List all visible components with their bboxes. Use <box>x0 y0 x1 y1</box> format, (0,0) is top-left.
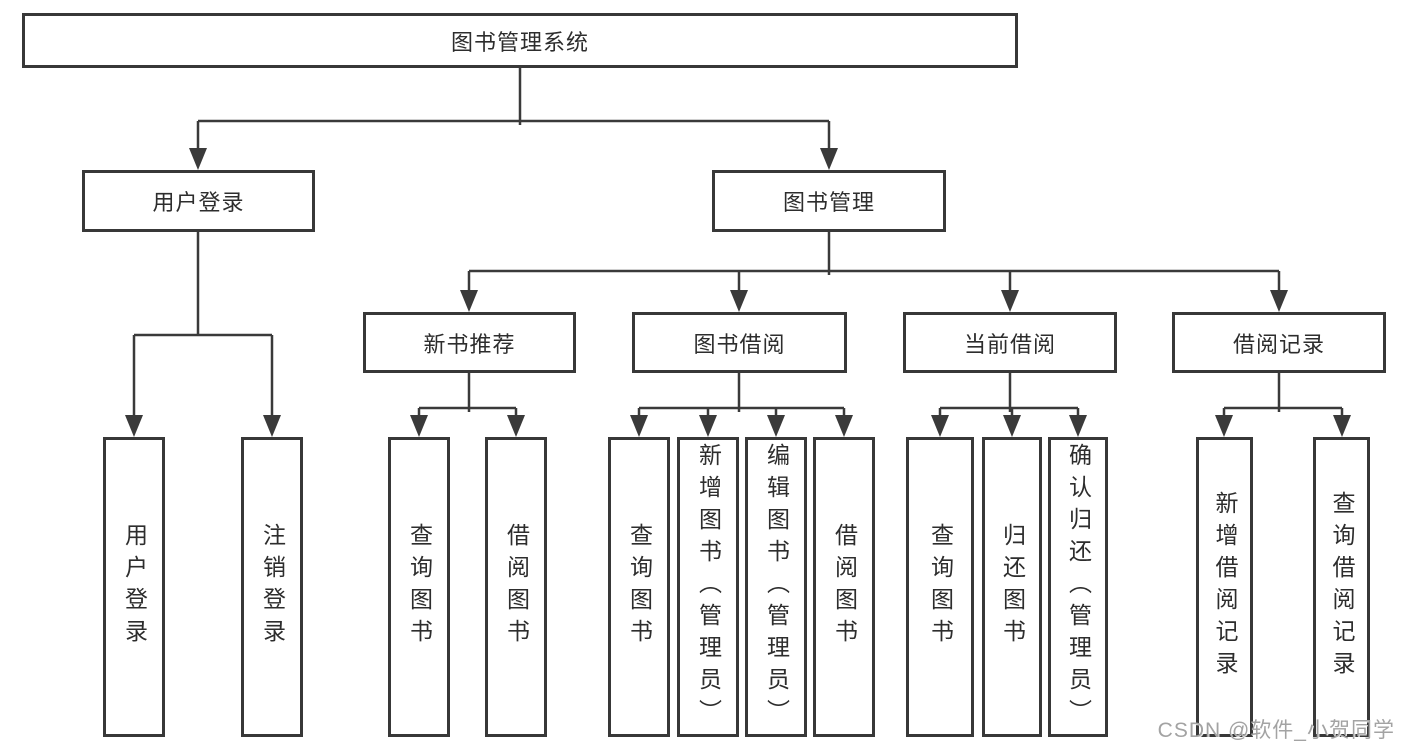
arrowhead-icon <box>1069 415 1087 437</box>
leaf-borrow-books: 借阅图书 <box>813 437 875 737</box>
node-new-book-recommend: 新书推荐 <box>363 312 576 373</box>
leaf-label: 查询图书 <box>406 523 433 651</box>
leaf-label: 新增借阅记录 <box>1212 491 1238 683</box>
leaf-label: 查询图书 <box>626 523 653 651</box>
leaf-add-books-admin: 新增图书（管理员） <box>677 437 739 737</box>
leaf-query-books: 查询图书 <box>388 437 450 737</box>
leaf-return-books: 归还图书 <box>982 437 1042 737</box>
arrowhead-icon <box>730 290 748 312</box>
leaf-query-books: 查询图书 <box>608 437 670 737</box>
leaf-logout: 注销登录 <box>241 437 303 737</box>
leaf-label: 注销登录 <box>259 523 286 651</box>
leaf-label: 查询图书 <box>927 523 954 651</box>
leaf-user-login: 用户登录 <box>103 437 165 737</box>
leaf-label: 编辑图书（管理员） <box>763 443 790 731</box>
node-current-borrowing: 当前借阅 <box>903 312 1117 373</box>
arrowhead-icon <box>125 415 143 437</box>
leaf-borrow-books: 借阅图书 <box>485 437 547 737</box>
leaf-add-borrow-record: 新增借阅记录 <box>1196 437 1253 737</box>
node-borrowing-records: 借阅记录 <box>1172 312 1386 373</box>
arrowhead-icon <box>835 415 853 437</box>
arrowhead-icon <box>1333 415 1351 437</box>
leaf-label: 归还图书 <box>999 523 1026 651</box>
node-label: 当前借阅 <box>963 331 1056 357</box>
node-book-borrowing: 图书借阅 <box>632 312 847 373</box>
arrowhead-icon <box>699 415 717 437</box>
leaf-query-books: 查询图书 <box>906 437 974 737</box>
arrowhead-icon <box>263 415 281 437</box>
arrowhead-icon <box>507 415 525 437</box>
leaf-label: 用户登录 <box>121 523 148 651</box>
leaf-label: 借阅图书 <box>831 523 858 651</box>
node-user-login-group: 用户登录 <box>82 170 315 232</box>
node-label: 借阅记录 <box>1232 331 1325 357</box>
arrowhead-icon <box>1003 415 1021 437</box>
arrowhead-icon <box>460 290 478 312</box>
leaf-edit-books-admin: 编辑图书（管理员） <box>745 437 807 737</box>
leaf-label: 借阅图书 <box>503 523 530 651</box>
arrowhead-icon <box>1270 290 1288 312</box>
arrowhead-icon <box>630 415 648 437</box>
leaf-label: 新增图书（管理员） <box>695 443 722 731</box>
node-label: 图书借阅 <box>693 331 786 357</box>
leaf-query-borrow-record: 查询借阅记录 <box>1313 437 1370 737</box>
arrowhead-icon <box>1001 290 1019 312</box>
arrowhead-icon <box>189 148 207 170</box>
node-book-management: 图书管理 <box>712 170 946 232</box>
leaf-label: 确认归还（管理员） <box>1065 443 1092 731</box>
node-label: 用户登录 <box>152 190 245 215</box>
node-label: 新书推荐 <box>423 331 516 357</box>
arrowhead-icon <box>931 415 949 437</box>
arrowhead-icon <box>767 415 785 437</box>
node-label: 图书管理 <box>782 190 875 215</box>
arrowhead-icon <box>1215 415 1233 437</box>
node-book-management-system: 图书管理系统 <box>22 13 1018 68</box>
leaf-label: 查询借阅记录 <box>1329 491 1355 683</box>
node-label: 图书管理系统 <box>450 29 589 55</box>
arrowhead-icon <box>820 148 838 170</box>
arrowhead-icon <box>410 415 428 437</box>
leaf-confirm-return-admin: 确认归还（管理员） <box>1048 437 1108 737</box>
